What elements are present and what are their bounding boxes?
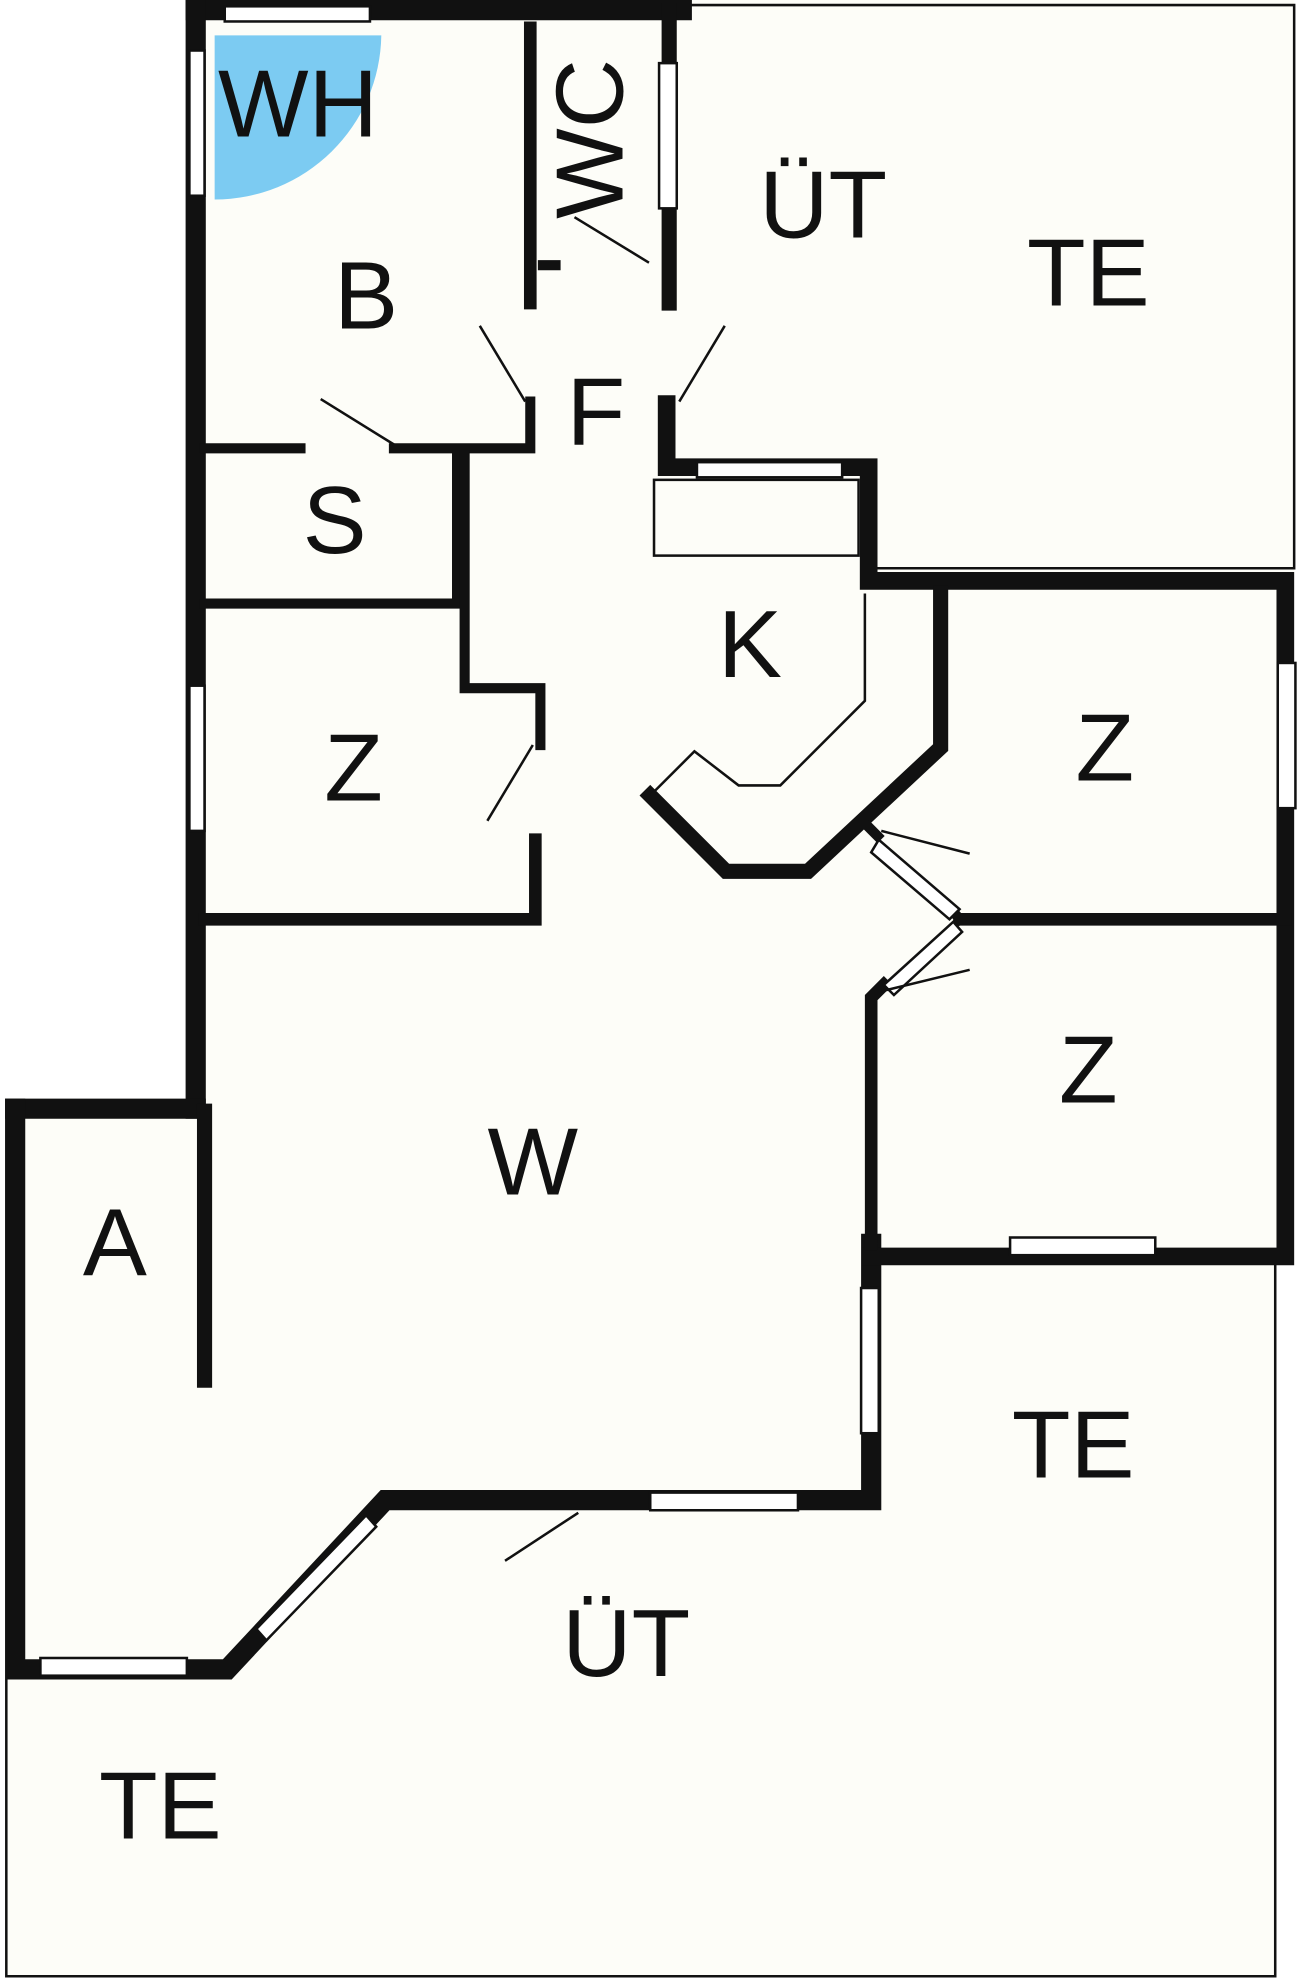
room-label-z-left: Z (324, 715, 383, 822)
room-label-b: B (334, 242, 398, 349)
door-swings (320, 216, 970, 1562)
room-label-te-right: TE (1012, 1392, 1135, 1499)
room-label-te-top: TE (1027, 220, 1150, 327)
room-label-k: K (718, 591, 782, 698)
room-label-z-right-lower: Z (1059, 1016, 1118, 1123)
room-label-wc: WC (537, 59, 644, 219)
floor-area (6, 0, 1295, 1977)
room-label-z-right-upper: Z (1075, 694, 1134, 801)
room-label-te-bottom: TE (99, 1753, 222, 1860)
room-label-a: A (83, 1189, 147, 1296)
water-heater-marker (214, 35, 382, 200)
room-label-ut-bottom: ÜT (562, 1590, 690, 1697)
room-label-ut-top: ÜT (759, 151, 887, 258)
room-label-w: W (488, 1109, 579, 1216)
room-label-f: F (567, 359, 626, 466)
windows (39, 5, 1297, 1677)
room-label-s: S (303, 467, 367, 574)
terrace-borders (5, 3, 1296, 1978)
room-label-wh: WH (218, 50, 378, 157)
